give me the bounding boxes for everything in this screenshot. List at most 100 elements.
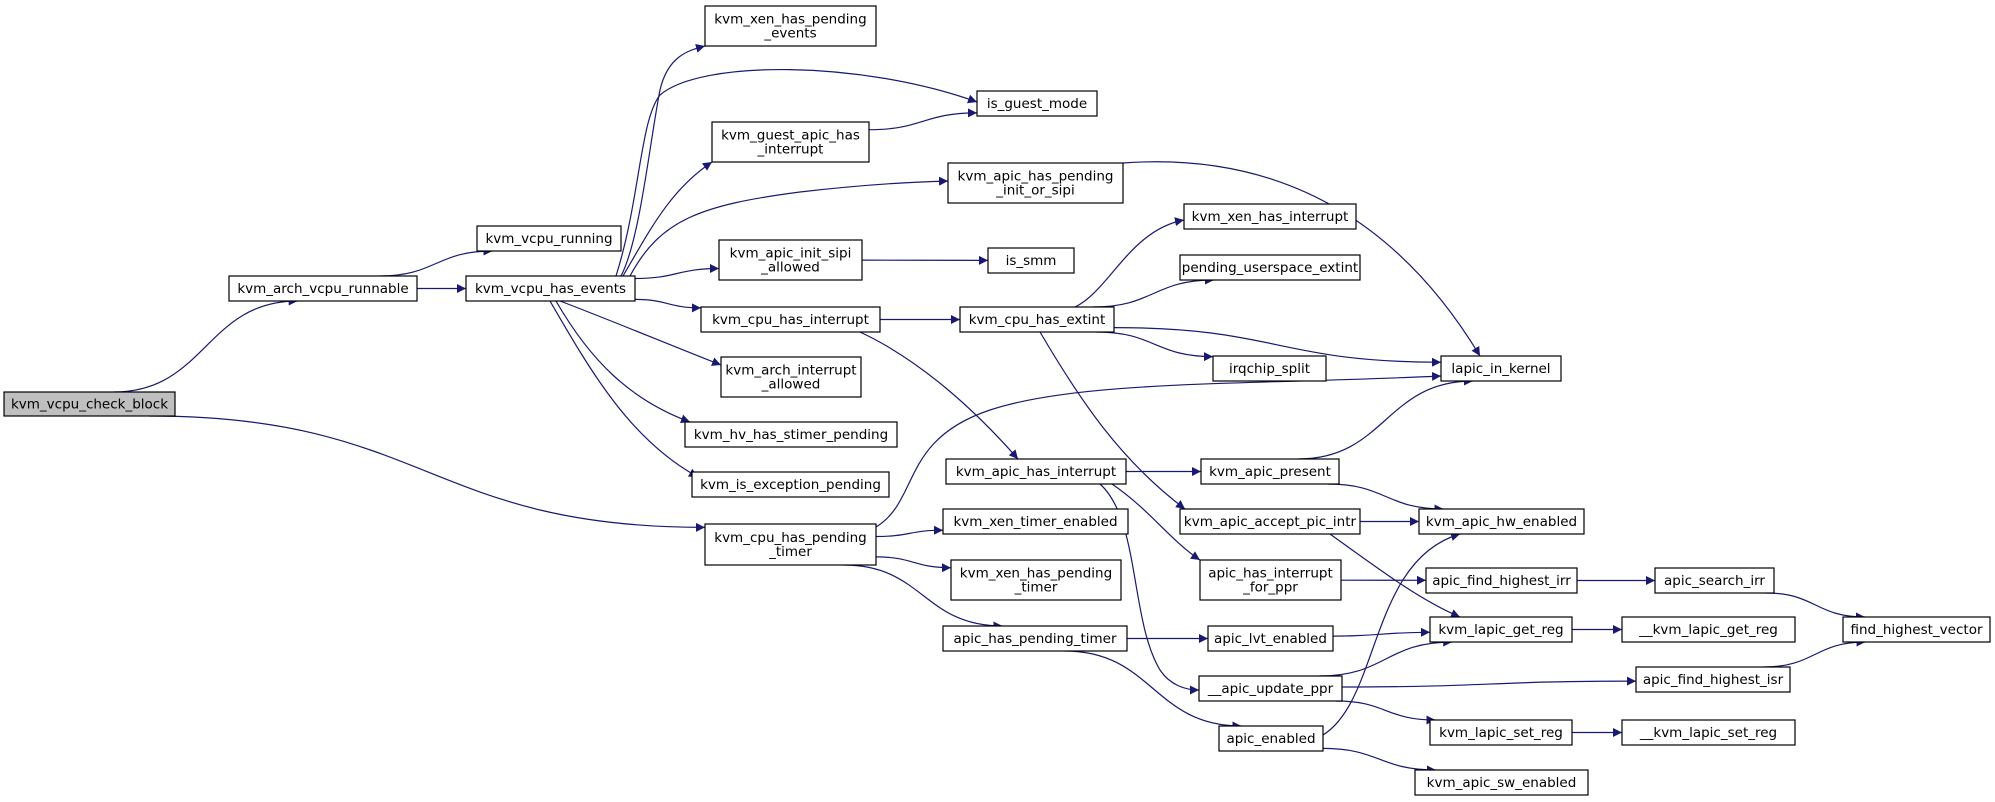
edge-apic-lvt-enabled-to-kvm-lapic-get-reg xyxy=(1332,627,1431,637)
node-apic-enabled[interactable]: apic_enabled xyxy=(1218,725,1324,752)
node-label: kvm_lapic_get_reg xyxy=(1438,622,1563,638)
node-apic-search-irr[interactable]: apic_search_irr xyxy=(1654,567,1775,594)
node-kvm-xen-has-pending-timer[interactable]: kvm_xen_has_pending_timer xyxy=(950,559,1122,601)
edge-kvm-cpu-has-extint-to-pending-userspace-extint xyxy=(1092,275,1215,308)
node-label: kvm_is_exception_pending xyxy=(700,477,881,493)
node-apic-lvt-enabled[interactable]: apic_lvt_enabled xyxy=(1207,625,1334,652)
node-kvm-lapic-set-reg[interactable]: kvm_lapic_set_reg xyxy=(1429,719,1573,746)
edge-kvm-cpu-has-pending-timer-to-kvm-xen-timer-enabled xyxy=(875,525,944,538)
edge-kvm-vcpu-has-events-to-kvm-arch-interrupt-allowed xyxy=(559,300,722,366)
edges-layer xyxy=(113,43,1866,775)
node-box xyxy=(700,306,881,333)
node-label: apic_enabled xyxy=(1226,731,1315,747)
node-kvm-apic-accept-pic-intr[interactable]: kvm_apic_accept_pic_intr xyxy=(1179,508,1361,535)
edge-kvm-vcpu-has-events-to-kvm-apic-has-pending-init-or-sipi xyxy=(629,176,949,277)
node-kvm-xen-timer-enabled[interactable]: kvm_xen_timer_enabled xyxy=(942,508,1129,535)
node-kvm-cpu-has-pending-timer[interactable]: kvm_cpu_has_pending_timer xyxy=(704,523,877,566)
edge-kvm-apic-present-to-kvm-apic-hw-enabled xyxy=(1327,483,1444,514)
node-label: _init_or_sipi xyxy=(995,183,1075,199)
node-box xyxy=(976,90,1098,117)
node-box xyxy=(950,559,1122,601)
node-kvm-cpu-has-interrupt[interactable]: kvm_cpu_has_interrupt xyxy=(700,306,881,333)
node-box xyxy=(1200,458,1340,485)
node-kvm-cpu-has-extint[interactable]: kvm_cpu_has_extint xyxy=(959,306,1115,333)
node-label: kvm_guest_apic_has xyxy=(721,128,860,144)
node-label: is_smm xyxy=(1006,253,1057,269)
node-kvm-arch-interrupt-allowed[interactable]: kvm_arch_interrupt_allowed xyxy=(720,356,862,398)
node-label: kvm_xen_has_interrupt xyxy=(1192,209,1349,225)
edge-apic-enabled-to-kvm-apic-sw-enabled xyxy=(1322,747,1437,775)
node-kvm-vcpu-running[interactable]: kvm_vcpu_running xyxy=(476,225,622,252)
node-is-guest-mode[interactable]: is_guest_mode xyxy=(976,90,1098,117)
node-box xyxy=(1621,616,1796,643)
node-lapic-in-kernel[interactable]: lapic_in_kernel xyxy=(1440,355,1562,382)
node-label: apic_find_highest_irr xyxy=(1432,573,1571,589)
node-box xyxy=(942,625,1128,652)
node-kvm-apic-sw-enabled[interactable]: kvm_apic_sw_enabled xyxy=(1414,769,1589,796)
node-label: kvm_hv_has_stimer_pending xyxy=(694,427,888,443)
node-label: kvm_vcpu_running xyxy=(485,231,612,247)
node-irqchip-split[interactable]: irqchip_split xyxy=(1212,355,1327,382)
node-box xyxy=(711,121,870,163)
node-apic-find-highest-isr[interactable]: apic_find_highest_isr xyxy=(1635,666,1791,693)
node-kvm-apic-has-pending-init-or-sipi[interactable]: kvm_apic_has_pending_init_or_sipi xyxy=(947,162,1124,204)
node-box xyxy=(1635,666,1791,693)
node---kvm-lapic-get-reg[interactable]: __kvm_lapic_get_reg xyxy=(1621,616,1796,643)
edge-apic-has-pending-timer-to-apic-enabled xyxy=(1064,650,1242,731)
node-kvm-lapic-get-reg[interactable]: kvm_lapic_get_reg xyxy=(1429,616,1573,643)
node-kvm-apic-present[interactable]: kvm_apic_present xyxy=(1200,458,1340,485)
node-label: irqchip_split xyxy=(1229,361,1310,377)
node-apic-find-highest-irr[interactable]: apic_find_highest_irr xyxy=(1425,567,1578,594)
node-box xyxy=(1429,616,1573,643)
node-box xyxy=(945,458,1127,485)
edge-kvm-cpu-has-pending-timer-to-lapic-in-kernel xyxy=(875,371,1442,528)
edge-apic-find-highest-isr-to-find-highest-vector xyxy=(1763,637,1866,668)
node-kvm-vcpu-has-events[interactable]: kvm_vcpu_has_events xyxy=(465,275,636,302)
node-kvm-apic-hw-enabled[interactable]: kvm_apic_hw_enabled xyxy=(1418,508,1585,535)
node-kvm-guest-apic-has-interrupt[interactable]: kvm_guest_apic_has_interrupt xyxy=(711,121,870,163)
node-label: kvm_apic_init_sipi xyxy=(730,246,852,262)
node-box xyxy=(1418,508,1585,535)
edge-kvm-cpu-has-extint-to-irqchip-split xyxy=(1096,331,1214,362)
node-find-highest-vector[interactable]: find_highest_vector xyxy=(1842,616,1991,643)
node-label: lapic_in_kernel xyxy=(1451,361,1550,377)
node-label: __kvm_lapic_set_reg xyxy=(1639,725,1777,741)
edge-kvm-vcpu-has-events-to-kvm-guest-apic-has-interrupt xyxy=(622,161,713,277)
node-box xyxy=(465,275,636,302)
node---kvm-lapic-set-reg[interactable]: __kvm_lapic_set_reg xyxy=(1621,719,1796,746)
edge-kvm-vcpu-has-events-to-kvm-xen-has-pending-events xyxy=(620,43,706,277)
node-box xyxy=(987,247,1075,274)
nodes-layer: kvm_vcpu_check_block kvm_arch_vcpu_runnab… xyxy=(3,5,1991,796)
node-kvm-vcpu-check-block[interactable]: kvm_vcpu_check_block xyxy=(3,391,176,417)
node-box xyxy=(720,356,862,398)
node-box xyxy=(942,508,1129,535)
node-is-smm[interactable]: is_smm xyxy=(987,247,1075,274)
node-kvm-apic-init-sipi-allowed[interactable]: kvm_apic_init_sipi_allowed xyxy=(718,239,863,281)
node-pending-userspace-extint[interactable]: pending_userspace_extint xyxy=(1179,254,1361,281)
node-label: find_highest_vector xyxy=(1850,622,1982,638)
node-box xyxy=(1218,725,1324,752)
node-kvm-xen-has-pending-events[interactable]: kvm_xen_has_pending_events xyxy=(704,5,877,47)
edge---apic-update-ppr-to-kvm-lapic-get-reg xyxy=(1319,637,1453,677)
node-label: kvm_vcpu_has_events xyxy=(475,281,626,297)
node-kvm-apic-has-interrupt[interactable]: kvm_apic_has_interrupt xyxy=(945,458,1127,485)
node-box xyxy=(1212,355,1327,382)
node-label: _timer xyxy=(1014,580,1058,596)
node-kvm-is-exception-pending[interactable]: kvm_is_exception_pending xyxy=(691,471,890,498)
edge-kvm-vcpu-has-events-to-is-guest-mode xyxy=(615,68,978,277)
node-label: kvm_vcpu_check_block xyxy=(11,397,168,413)
edge---apic-update-ppr-to-kvm-lapic-set-reg xyxy=(1335,700,1436,725)
node-kvm-arch-vcpu-runnable[interactable]: kvm_arch_vcpu_runnable xyxy=(228,275,418,302)
node-kvm-hv-has-stimer-pending[interactable]: kvm_hv_has_stimer_pending xyxy=(684,421,898,448)
node-label: apic_has_pending_timer xyxy=(953,631,1117,647)
node-kvm-xen-has-interrupt[interactable]: kvm_xen_has_interrupt xyxy=(1183,203,1357,230)
node-apic-has-pending-timer[interactable]: apic_has_pending_timer xyxy=(942,625,1128,652)
node---apic-update-ppr[interactable]: __apic_update_ppr xyxy=(1198,675,1343,702)
node-apic-has-interrupt-for-ppr[interactable]: apic_has_interrupt_for_ppr xyxy=(1199,559,1342,601)
edge-kvm-vcpu-has-events-to-kvm-cpu-has-interrupt xyxy=(634,298,702,313)
node-box xyxy=(1429,719,1573,746)
node-box xyxy=(1621,719,1796,746)
edge-kvm-arch-vcpu-runnable-to-kvm-vcpu-running xyxy=(379,246,493,277)
node-label: __apic_update_ppr xyxy=(1207,681,1334,697)
edge-kvm-cpu-has-extint-to-kvm-apic-accept-pic-intr xyxy=(1039,331,1186,510)
